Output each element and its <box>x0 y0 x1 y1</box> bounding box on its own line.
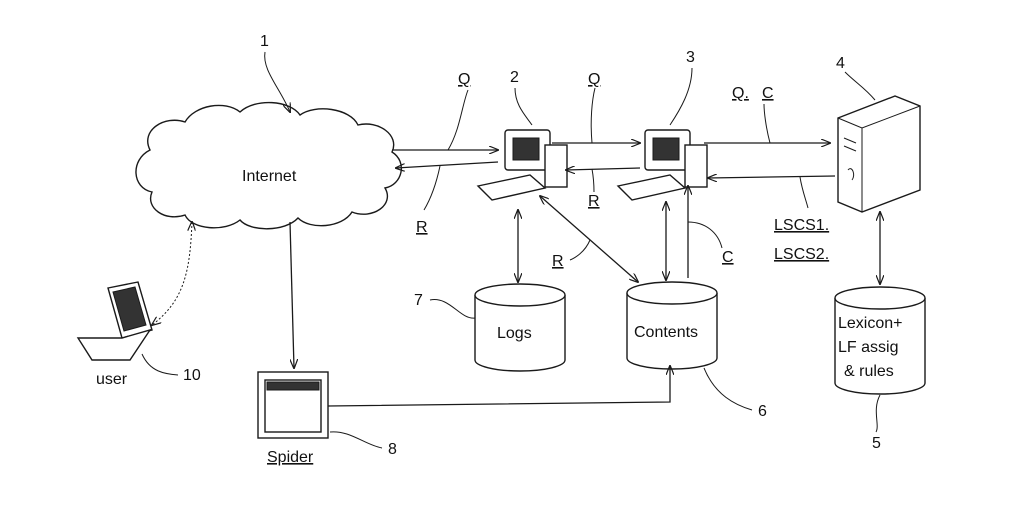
edge-label-q-2-3: Q <box>588 71 600 88</box>
ref-number-8: 8 <box>388 441 397 458</box>
ref-leader-6 <box>703 367 753 411</box>
edge-label-r-internet-2: R <box>416 219 428 236</box>
lexicon-label-line2: LF assig <box>838 339 898 356</box>
user-label: user <box>96 371 128 388</box>
ref-leader-3 <box>669 67 693 126</box>
edge-internet-spider <box>289 221 294 368</box>
contents-database: Contents <box>626 281 718 370</box>
ref-number-6: 6 <box>758 403 767 420</box>
internet-label: Internet <box>242 168 297 185</box>
lexicon-database: Lexicon+ LF assig & rules <box>834 286 926 395</box>
edge-r-3-2 <box>566 168 641 170</box>
edge-label-c-contents-3: C <box>722 249 734 266</box>
ref-leader-8 <box>329 431 383 449</box>
server-4-icon <box>837 95 921 213</box>
logs-label: Logs <box>497 325 532 342</box>
edge-label-qc-c: C <box>762 85 774 102</box>
edge-label-q-internet-2: Q <box>458 71 470 88</box>
contents-label: Contents <box>634 324 698 341</box>
spider-window-icon: Spider <box>257 371 329 466</box>
ref-leader-1 <box>264 51 290 112</box>
logs-database: Logs <box>474 283 566 372</box>
edge-lscs-4-3 <box>708 176 836 178</box>
edge-q-leader-1 <box>447 89 469 151</box>
edge-r-leader-3 <box>569 239 591 261</box>
ref-leader-5 <box>875 394 881 433</box>
ref-number-2: 2 <box>510 69 519 86</box>
edge-label-lscs2: LSCS2. <box>774 246 829 263</box>
lexicon-label-line3: & rules <box>844 363 894 380</box>
edge-lscs-leader <box>799 176 809 209</box>
ref-number-5: 5 <box>872 435 881 452</box>
edge-r-2-internet <box>396 161 499 168</box>
ref-number-1: 1 <box>260 33 269 50</box>
lexicon-label-line1: Lexicon+ <box>838 315 903 332</box>
edge-label-qc-q: Q. <box>732 85 749 102</box>
edge-c-leader <box>687 221 723 249</box>
ref-number-4: 4 <box>836 55 845 72</box>
edge-qc-leader <box>763 103 771 144</box>
ref-number-3: 3 <box>686 49 695 66</box>
spider-label: Spider <box>267 449 314 466</box>
edge-r-leader-2 <box>591 168 595 193</box>
edge-label-lscs1: LSCS1. <box>774 217 829 234</box>
user-laptop-icon: user <box>76 281 153 388</box>
edge-r-leader-1 <box>423 165 441 211</box>
ref-leader-4 <box>844 71 876 101</box>
edge-r-2-contents <box>540 196 638 282</box>
ref-number-10: 10 <box>183 367 201 384</box>
ref-leader-7 <box>429 299 476 319</box>
computer-2-icon <box>476 129 568 201</box>
ref-leader-2 <box>514 87 533 126</box>
ref-number-7: 7 <box>414 292 423 309</box>
edge-spider-contents <box>327 366 670 407</box>
internet-cloud: Internet <box>135 101 402 230</box>
edge-label-r-2-3: R <box>588 193 600 210</box>
edge-internet-user <box>152 222 192 325</box>
edge-label-r-2-contents: R <box>552 253 564 270</box>
ref-leader-10 <box>141 353 179 376</box>
computer-3-icon <box>616 129 708 201</box>
edge-q-leader-2 <box>590 87 596 144</box>
